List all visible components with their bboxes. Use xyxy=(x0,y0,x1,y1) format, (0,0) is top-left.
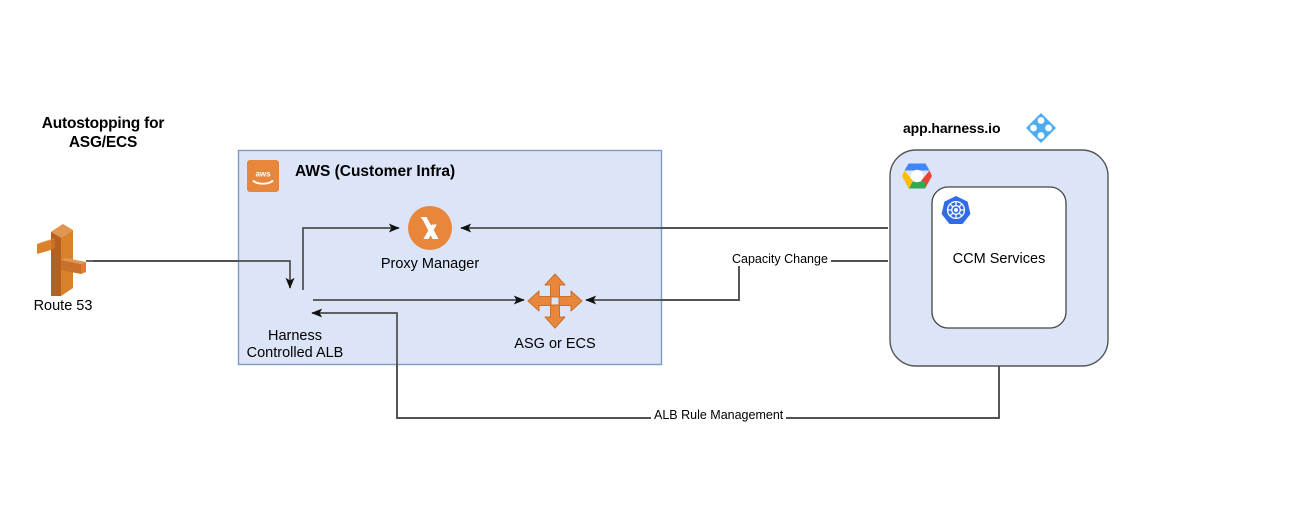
harness-logo-icon xyxy=(1025,112,1057,149)
google-cloud-icon xyxy=(899,158,935,199)
asg-ecs-label: ASG or ECS xyxy=(514,336,596,352)
alb-label-line2: Controlled ALB xyxy=(246,345,344,361)
route53-label: Route 53 xyxy=(33,298,93,314)
aws-group-box xyxy=(237,149,663,366)
aws-group-title: AWS (Customer Infra) xyxy=(295,163,456,180)
kubernetes-icon xyxy=(941,195,971,230)
alb-label-line1: Harness xyxy=(268,328,322,344)
svg-text:aws: aws xyxy=(255,170,271,179)
harness-group-title: app.harness.io xyxy=(903,120,1001,136)
alb-label: Harness Controlled ALB xyxy=(245,328,345,362)
page-title: Autostopping for ASG/ECS xyxy=(18,114,188,152)
proxy-manager-label: Proxy Manager xyxy=(380,256,480,272)
page-title-line1: Autostopping for xyxy=(41,115,165,132)
route53-icon[interactable] xyxy=(33,218,91,303)
aws-logo-icon: aws xyxy=(247,160,279,197)
edge-label-capacity-change: Capacity Change xyxy=(729,252,831,266)
auto-scaling-icon[interactable] xyxy=(526,272,584,335)
ccm-services-box xyxy=(931,186,1067,329)
page-title-line2: ASG/ECS xyxy=(68,134,138,151)
lambda-icon[interactable] xyxy=(407,205,453,256)
ccm-services-label: CCM Services xyxy=(952,251,1046,267)
edge-label-alb-rule-management: ALB Rule Management xyxy=(651,408,787,422)
